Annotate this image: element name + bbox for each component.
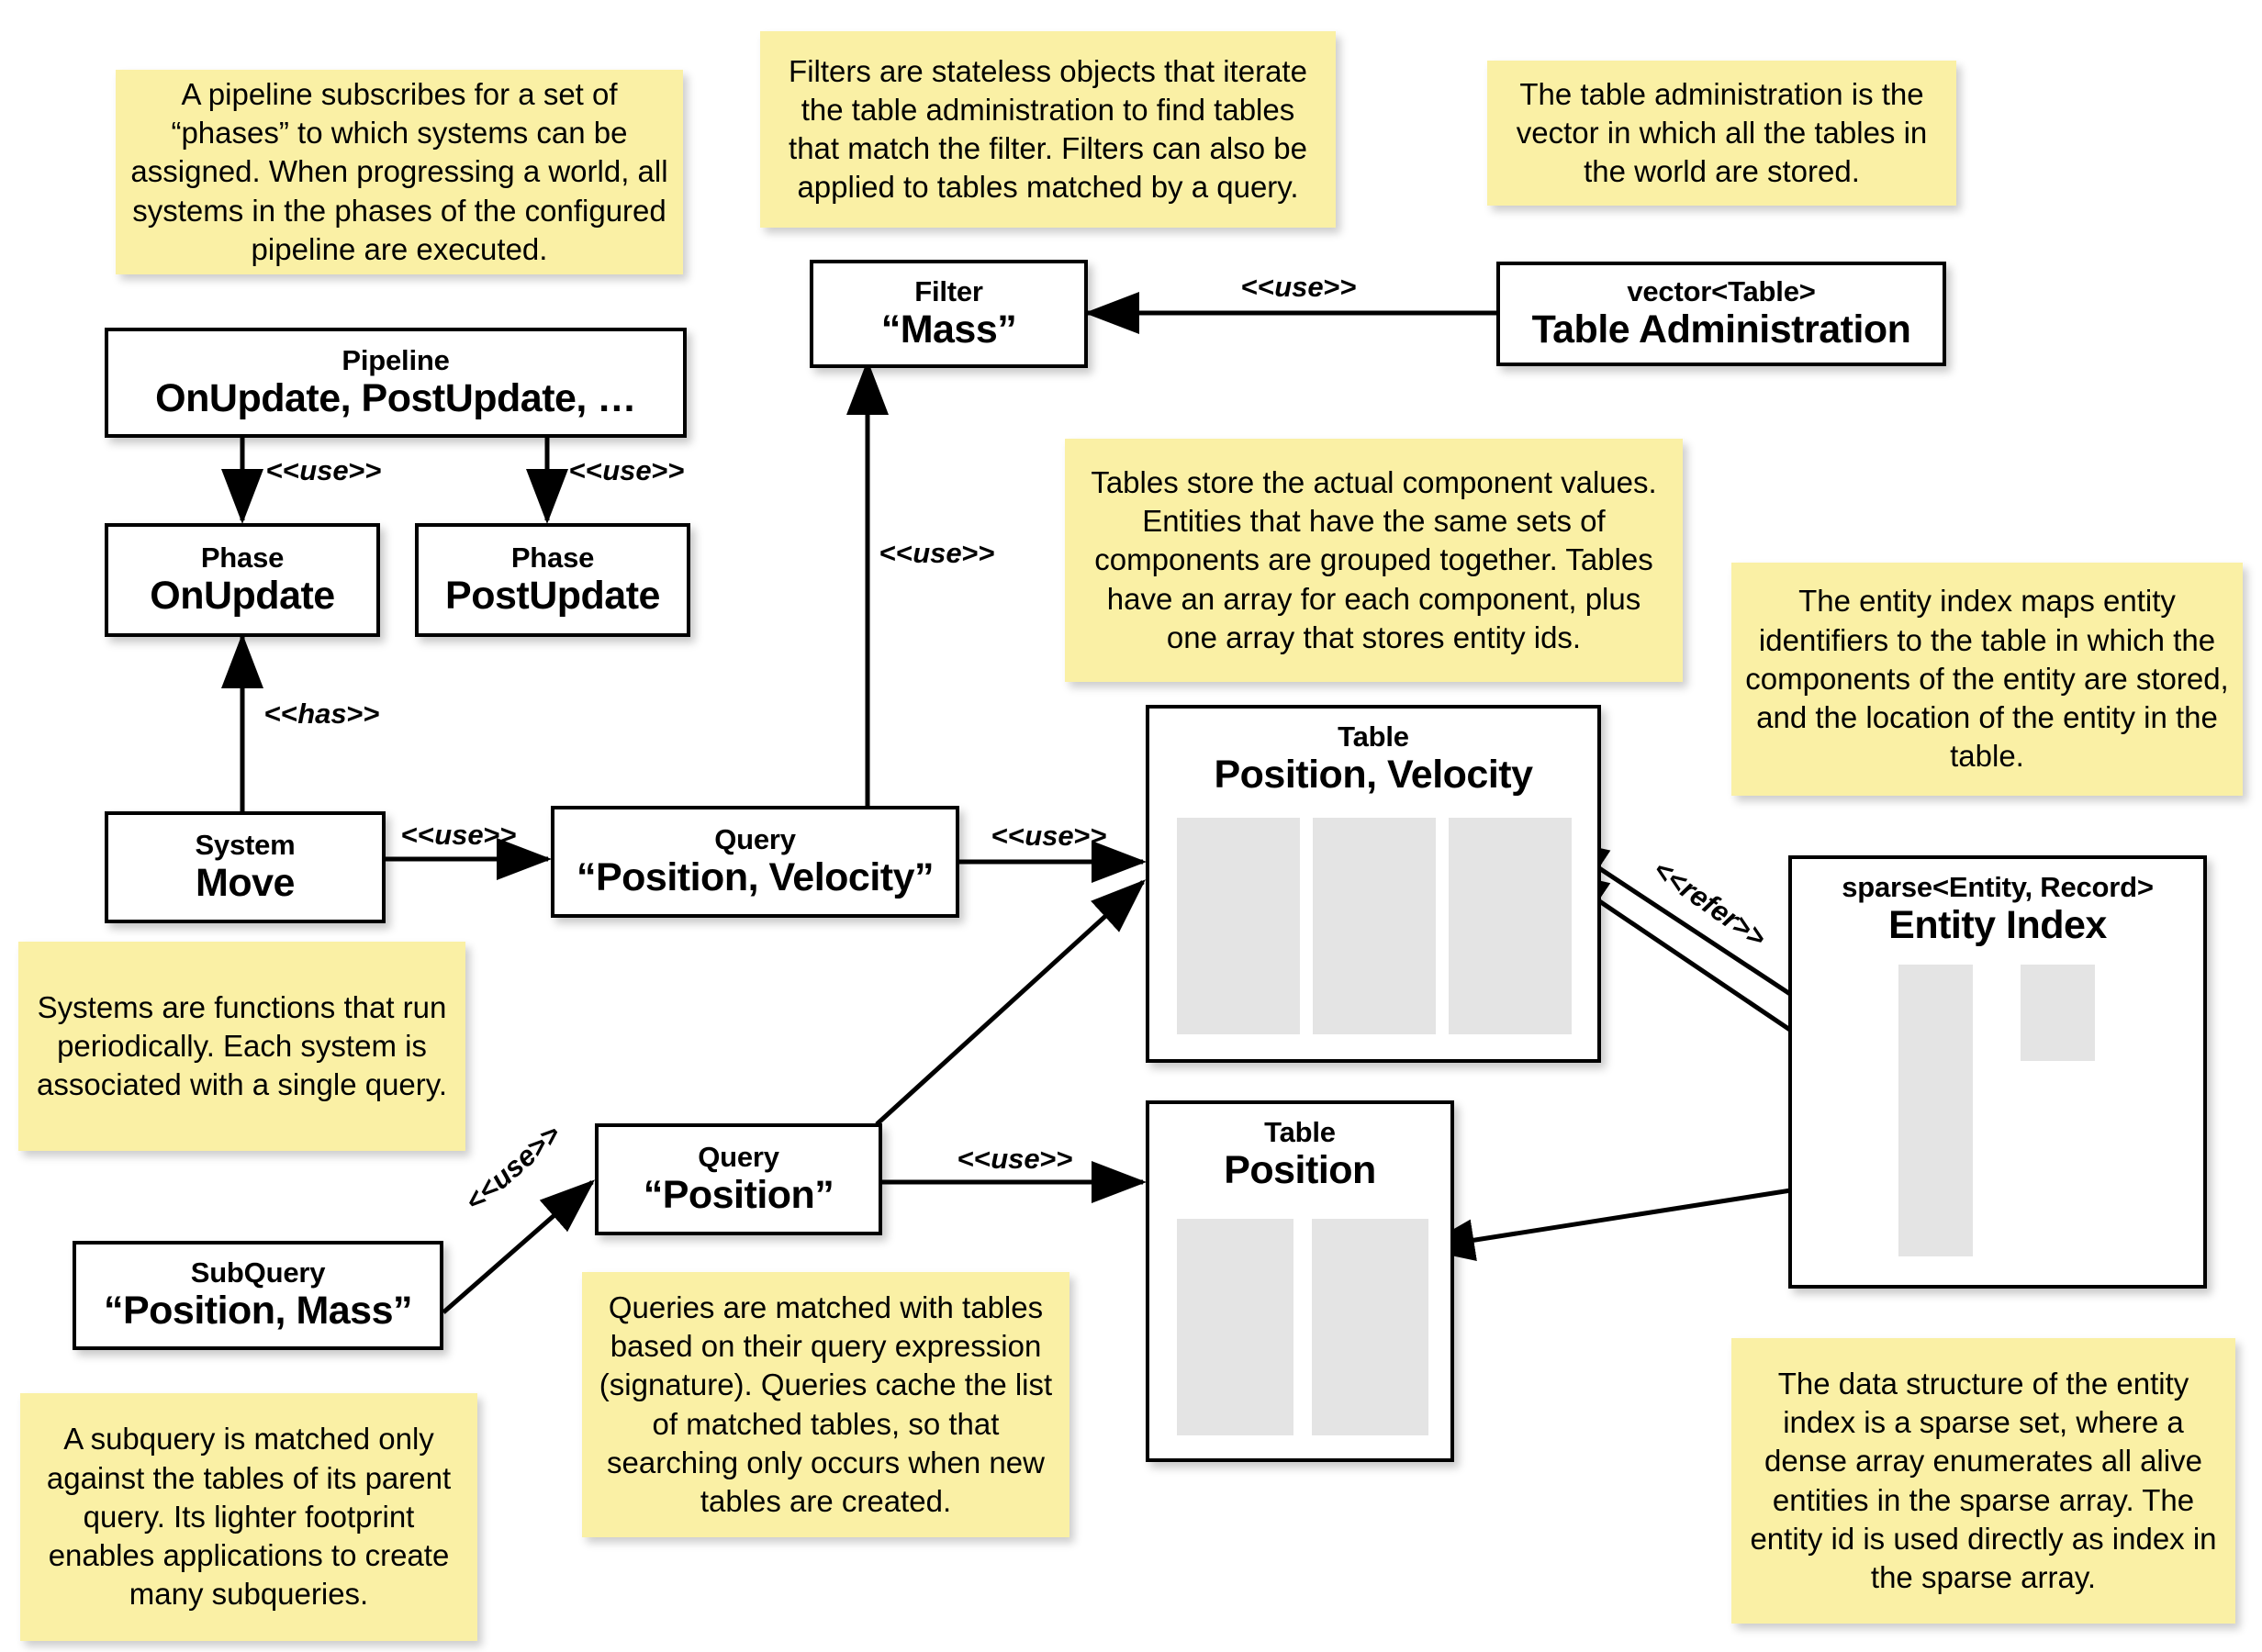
box-pipeline-title: OnUpdate, PostUpdate, …	[155, 375, 636, 420]
note-tables: Tables store the actual component values…	[1065, 439, 1683, 682]
box-query-position-title: “Position”	[643, 1172, 834, 1217]
box-table-administration-title: Table Administration	[1531, 307, 1911, 352]
box-phase-postupdate[interactable]: Phase PostUpdate	[415, 523, 690, 637]
note-subquery: A subquery is matched only against the t…	[20, 1393, 477, 1641]
edge-label-system-to-query: <<use>>	[401, 819, 517, 851]
box-table-position-velocity[interactable]: Table Position, Velocity	[1146, 705, 1601, 1063]
box-table-position-velocity-title: Position, Velocity	[1214, 753, 1533, 798]
edge-label-system-to-phase-onupdate: <<has>>	[264, 698, 380, 730]
box-system-move-title: Move	[196, 860, 295, 905]
table-column-array	[1177, 818, 1300, 1034]
box-system-move[interactable]: System Move	[105, 811, 386, 923]
edge-label-pipeline-to-phase-onupdate: <<use>>	[266, 454, 382, 486]
edge-label-entityindex-refer: <<refer>>	[1647, 854, 1773, 954]
note-pipeline: A pipeline subscribes for a set of “phas…	[116, 70, 683, 274]
edge-label-tableadmin-to-filter: <<use>>	[1241, 271, 1357, 303]
box-table-position[interactable]: Table Position	[1146, 1100, 1454, 1462]
edge-entityindex-to-table-position	[1419, 1179, 1844, 1262]
box-query-position-velocity-stereotype: Query	[714, 822, 796, 855]
box-subquery-position-mass-title: “Position, Mass”	[103, 1289, 413, 1334]
table-position-velocity-columns	[1177, 818, 1572, 1034]
box-system-move-stereotype: System	[195, 828, 296, 861]
edge-queryposition-to-table-position-velocity	[875, 879, 1146, 1126]
box-table-position-velocity-stereotype: Table	[1338, 720, 1409, 753]
box-filter-mass-title: “Mass”	[880, 307, 1017, 352]
entity-index-dense-array	[2021, 965, 2095, 1061]
box-phase-onupdate[interactable]: Phase OnUpdate	[105, 523, 380, 637]
box-phase-postupdate-stereotype: Phase	[510, 541, 595, 574]
box-filter-mass[interactable]: Filter “Mass”	[810, 260, 1088, 368]
table-column-array	[1177, 1219, 1293, 1435]
box-table-position-stereotype: Table	[1264, 1116, 1336, 1148]
edge-label-pipeline-to-phase-postupdate: <<use>>	[569, 454, 685, 486]
box-entity-index[interactable]: sparse<Entity, Record> Entity Index	[1788, 855, 2207, 1289]
box-subquery-position-mass-stereotype: SubQuery	[190, 1256, 326, 1289]
edge-label-queryposition-to-table: <<use>>	[957, 1143, 1073, 1175]
note-systems: Systems are functions that run periodica…	[18, 942, 465, 1151]
box-query-position[interactable]: Query “Position”	[595, 1123, 882, 1235]
edge-label-query-to-table: <<use>>	[991, 820, 1107, 852]
note-entity-index: The entity index maps entity identifiers…	[1731, 563, 2243, 796]
table-column-entity-ids	[1449, 818, 1572, 1034]
edge-label-query-to-filter: <<use>>	[879, 537, 995, 569]
box-phase-postupdate-title: PostUpdate	[445, 573, 660, 618]
entity-index-sparse-array	[1898, 965, 1973, 1256]
note-queries: Queries are matched with tables based on…	[582, 1272, 1069, 1537]
box-table-position-title: Position	[1224, 1148, 1376, 1193]
box-entity-index-stereotype: sparse<Entity, Record>	[1842, 871, 2154, 903]
table-position-columns	[1177, 1219, 1428, 1435]
box-query-position-velocity[interactable]: Query “Position, Velocity”	[551, 806, 959, 918]
note-sparse-set: The data structure of the entity index i…	[1731, 1338, 2235, 1624]
note-filters: Filters are stateless objects that itera…	[760, 31, 1336, 228]
box-query-position-stereotype: Query	[698, 1140, 779, 1173]
box-phase-onupdate-title: OnUpdate	[150, 573, 335, 618]
box-phase-onupdate-stereotype: Phase	[200, 541, 285, 574]
box-query-position-velocity-title: “Position, Velocity”	[576, 854, 935, 899]
edge-label-subquery-to-query: <<use>>	[459, 1117, 567, 1218]
box-subquery-position-mass[interactable]: SubQuery “Position, Mass”	[73, 1241, 443, 1350]
box-table-administration[interactable]: vector<Table> Table Administration	[1496, 262, 1946, 366]
note-table-administration: The table administration is the vector i…	[1487, 61, 1956, 206]
table-column-entity-ids	[1312, 1219, 1428, 1435]
box-entity-index-title: Entity Index	[1888, 903, 2107, 948]
box-table-administration-stereotype: vector<Table>	[1627, 274, 1816, 307]
table-column-array	[1313, 818, 1436, 1034]
box-filter-mass-stereotype: Filter	[914, 274, 983, 307]
box-pipeline-stereotype: Pipeline	[342, 343, 450, 376]
box-pipeline[interactable]: Pipeline OnUpdate, PostUpdate, …	[105, 328, 687, 438]
